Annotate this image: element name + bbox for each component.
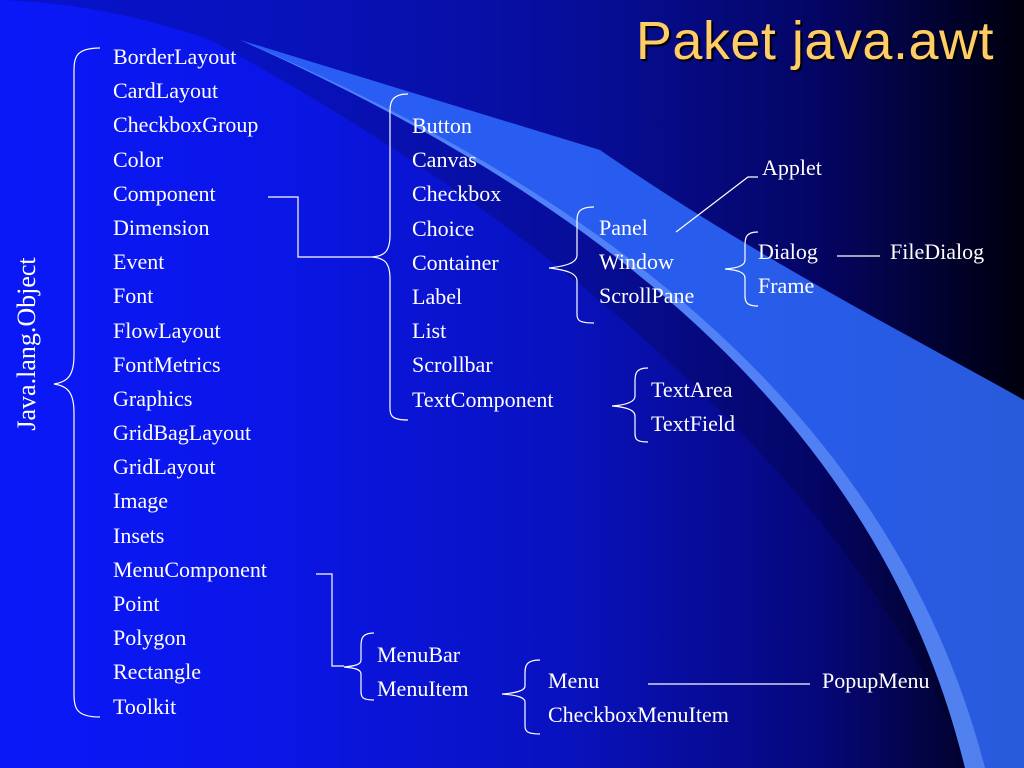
- class-insets: Insets: [113, 522, 165, 548]
- class-borderlayout: BorderLayout: [113, 44, 237, 69]
- class-container: Container: [412, 249, 499, 275]
- class-component: Component: [113, 180, 216, 206]
- window-brace: [724, 231, 759, 307]
- object-children-list: BorderLayout CardLayout CheckboxGroup Co…: [113, 40, 267, 724]
- class-image: Image: [113, 488, 168, 514]
- class-filedialog: FileDialog: [890, 239, 985, 264]
- class-dialog: Dialog: [758, 239, 818, 264]
- menucomponent-brace: [343, 632, 375, 701]
- class-scrollbar: Scrollbar: [412, 352, 493, 378]
- window-children-list: Dialog Frame: [758, 235, 818, 303]
- class-gridbaglayout: GridBagLayout: [113, 420, 252, 446]
- class-choice: Choice: [412, 215, 475, 241]
- class-toolkit: Toolkit: [113, 693, 177, 719]
- class-graphics: Graphics: [113, 385, 193, 411]
- object-brace: [53, 47, 101, 718]
- class-window: Window: [599, 249, 674, 275]
- slide-title: Paket java.awt: [635, 11, 994, 71]
- component-brace: [371, 93, 409, 421]
- class-event: Event: [113, 249, 165, 275]
- class-menubar: MenuBar: [377, 642, 461, 667]
- class-flowlayout: FlowLayout: [113, 317, 221, 343]
- class-list: List: [412, 318, 447, 344]
- class-checkboxgroup: CheckboxGroup: [113, 112, 259, 138]
- class-color: Color: [113, 146, 164, 172]
- textcomponent-children-list: TextArea TextField: [651, 373, 735, 441]
- class-font: Font: [113, 283, 154, 309]
- menuitem-children-list: Menu CheckboxMenuItem: [548, 664, 729, 732]
- menuitem-brace: [501, 659, 541, 735]
- class-textfield: TextField: [651, 411, 736, 437]
- class-label: Label: [412, 283, 463, 309]
- menucomponent-children-list: MenuBar MenuItem: [377, 638, 469, 706]
- class-panel: Panel: [599, 215, 648, 240]
- container-children-list: Panel Window ScrollPane: [599, 211, 694, 314]
- class-textcomponent: TextComponent: [412, 386, 554, 412]
- class-cardlayout: CardLayout: [113, 78, 219, 104]
- class-menu: Menu: [548, 668, 600, 693]
- class-canvas: Canvas: [412, 147, 477, 173]
- class-gridlayout: GridLayout: [113, 454, 216, 480]
- class-checkbox: Checkbox: [412, 181, 502, 207]
- class-polygon: Polygon: [113, 625, 187, 651]
- class-point: Point: [113, 591, 160, 616]
- class-checkboxmenuitem: CheckboxMenuItem: [548, 702, 729, 728]
- class-fontmetrics: FontMetrics: [113, 351, 221, 377]
- container-brace: [548, 206, 595, 324]
- class-frame: Frame: [758, 273, 815, 299]
- class-scrollpane: ScrollPane: [599, 283, 695, 309]
- textcomponent-brace: [611, 367, 649, 443]
- class-applet: Applet: [762, 155, 822, 180]
- class-menucomponent: MenuComponent: [113, 556, 267, 582]
- component-children-list: Button Canvas Checkbox Choice Container …: [412, 109, 553, 417]
- class-button: Button: [412, 113, 472, 138]
- class-menuitem: MenuItem: [377, 676, 469, 702]
- component-connector: [268, 196, 372, 258]
- class-rectangle: Rectangle: [113, 659, 201, 685]
- class-dimension: Dimension: [113, 214, 210, 240]
- menucomponent-connector: [316, 573, 344, 667]
- applet-connector: [675, 176, 758, 233]
- class-popupmenu: PopupMenu: [822, 668, 930, 693]
- class-textarea: TextArea: [651, 377, 733, 402]
